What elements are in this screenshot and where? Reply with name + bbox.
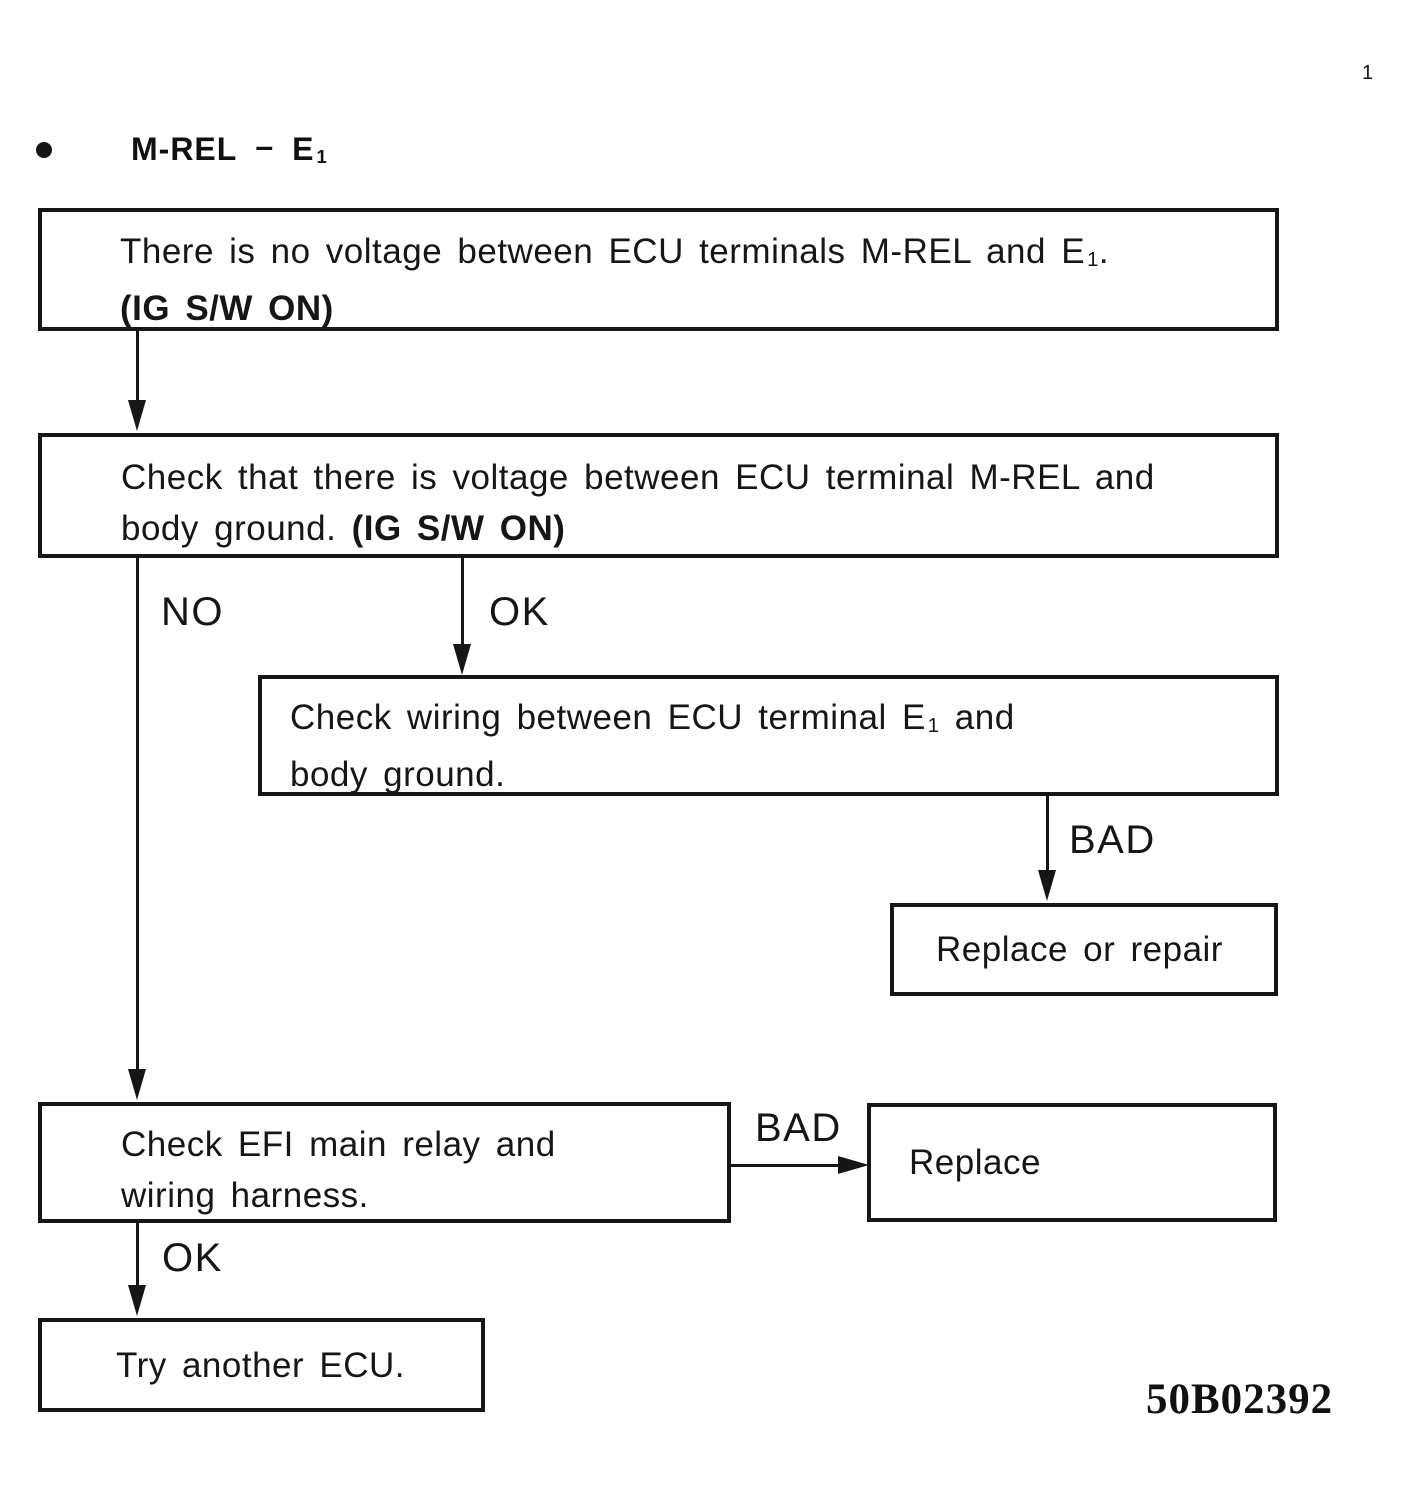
text-fragment: Check wiring between ECU terminal E bbox=[290, 698, 926, 737]
text-fragment: body ground. bbox=[121, 509, 352, 548]
node-check-wiring: Check wiring between ECU terminal E1 and… bbox=[258, 675, 1279, 796]
replace-label: Replace bbox=[909, 1143, 1041, 1182]
node-try-another-ecu: Try another ECU. bbox=[38, 1318, 485, 1412]
replace-or-repair-label: Replace or repair bbox=[936, 930, 1223, 969]
connector-bad-branch-upper bbox=[1046, 796, 1049, 872]
check-relay-line-2: wiring harness. bbox=[121, 1176, 369, 1215]
connector-ok-branch-lower bbox=[136, 1223, 139, 1287]
connector-no-branch bbox=[136, 558, 139, 1070]
arrowhead-down-icon bbox=[128, 400, 146, 431]
check-voltage-line-2: body ground. (IG S/W ON) bbox=[121, 503, 1259, 554]
bullet-icon bbox=[36, 142, 52, 158]
title-separator: – bbox=[255, 128, 275, 164]
title-terminal-a: M-REL bbox=[131, 131, 238, 167]
problem-line-1: There is no voltage between ECU terminal… bbox=[120, 226, 1259, 283]
connector-bad-branch-lower bbox=[731, 1164, 841, 1167]
page-number: 1 bbox=[1362, 62, 1374, 84]
node-replace: Replace bbox=[867, 1103, 1277, 1222]
node-check-efi-relay: Check EFI main relay and wiring harness. bbox=[38, 1102, 731, 1223]
terminal-subscript: 1 bbox=[927, 715, 940, 737]
check-voltage-line-1: Check that there is voltage between ECU … bbox=[121, 458, 1155, 497]
connector-problem-to-check-voltage bbox=[136, 331, 139, 403]
edge-label-ok-upper: OK bbox=[489, 590, 550, 634]
arrowhead-down-icon bbox=[128, 1285, 146, 1316]
edge-label-bad-lower: BAD bbox=[755, 1106, 842, 1150]
title-terminal-b: E bbox=[292, 131, 315, 167]
edge-label-bad-upper: BAD bbox=[1069, 818, 1156, 862]
arrowhead-down-icon bbox=[1038, 870, 1056, 901]
edge-label-no: NO bbox=[161, 590, 224, 634]
figure-code: 50B02392 bbox=[1146, 1376, 1334, 1423]
node-problem-statement: There is no voltage between ECU terminal… bbox=[38, 208, 1279, 331]
ig-switch-note: (IG S/W ON) bbox=[120, 289, 334, 328]
arrowhead-down-icon bbox=[453, 644, 471, 675]
arrowhead-down-icon bbox=[128, 1069, 146, 1100]
text-fragment: There is no voltage between ECU terminal… bbox=[120, 232, 1086, 271]
title-terminal-b-subscript: 1 bbox=[316, 146, 328, 167]
terminal-subscript: 1 bbox=[1087, 249, 1099, 271]
ig-switch-note: (IG S/W ON) bbox=[351, 509, 566, 548]
check-wiring-line-2: body ground. bbox=[290, 755, 506, 794]
check-relay-line-1: Check EFI main relay and bbox=[121, 1125, 556, 1164]
node-replace-or-repair: Replace or repair bbox=[890, 903, 1278, 996]
edge-label-ok-lower: OK bbox=[162, 1236, 223, 1280]
try-ecu-label: Try another ECU. bbox=[116, 1345, 406, 1385]
connector-ok-branch-upper bbox=[461, 558, 464, 646]
arrowhead-right-icon bbox=[838, 1156, 869, 1174]
text-fragment: . bbox=[1098, 232, 1110, 271]
text-fragment: and bbox=[939, 698, 1015, 737]
node-check-voltage: Check that there is voltage between ECU … bbox=[38, 433, 1279, 558]
check-wiring-line-1: Check wiring between ECU terminal E1 and bbox=[290, 692, 1259, 749]
